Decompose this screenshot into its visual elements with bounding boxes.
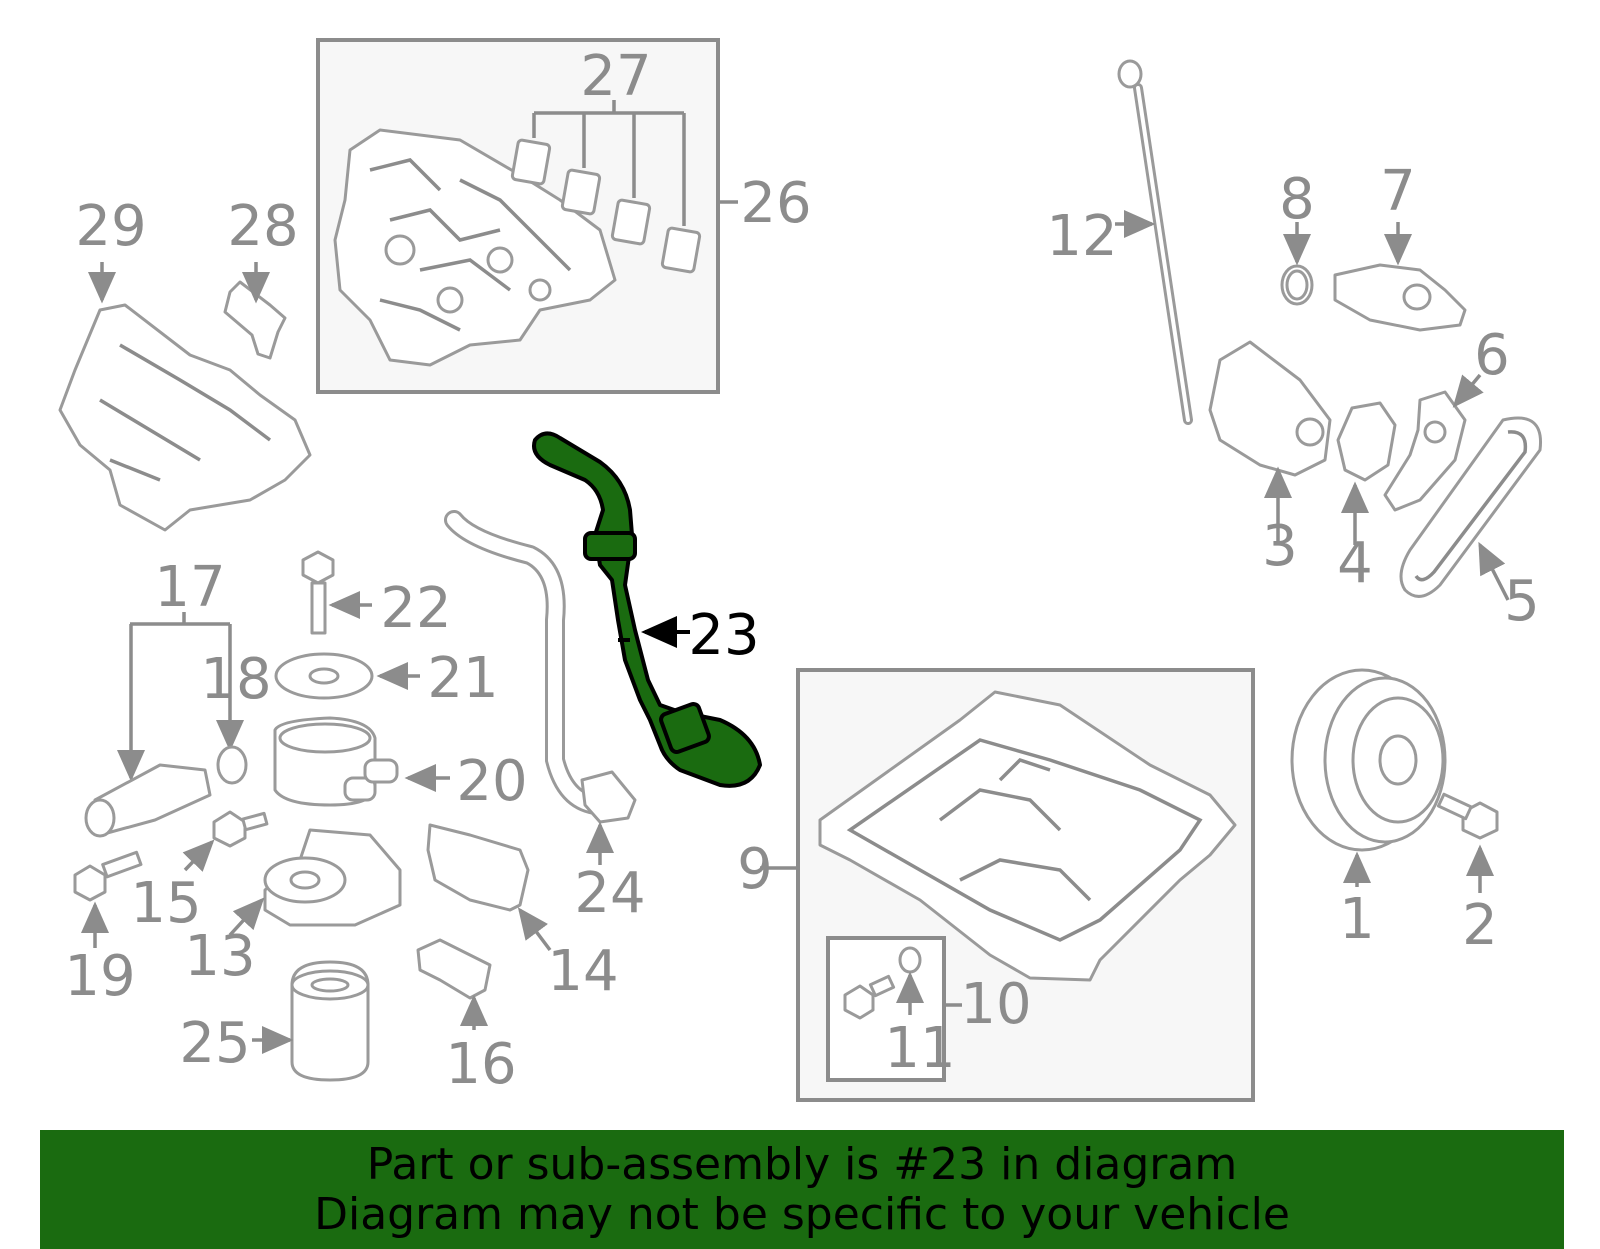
callout-16: 16: [445, 1032, 516, 1097]
banner-line-part: Part or sub-assembly is #23 in diagram: [366, 1138, 1238, 1190]
oil-pump: [1208, 340, 1332, 477]
callout-9: 9: [737, 837, 773, 902]
crankshaft-pulley: [1290, 668, 1447, 852]
callout-22: 22: [380, 576, 451, 641]
callout-21: 21: [427, 646, 498, 711]
adapter-gasket: [426, 823, 530, 912]
callout-15: 15: [130, 871, 201, 936]
callout-29: 29: [75, 194, 146, 259]
cooler-bolt: [301, 550, 335, 585]
intake-gasket-3: [610, 198, 652, 246]
callout-17: 17: [154, 555, 225, 620]
callout-14: 14: [547, 939, 618, 1004]
callout-3: 3: [1262, 514, 1298, 579]
timing-cover: [58, 303, 312, 532]
drain-plug: [843, 984, 875, 1020]
oil-pump-pickup-tube: [532, 431, 762, 788]
intake-gasket-4: [660, 226, 702, 274]
pulley-bolt: [1461, 801, 1499, 840]
oil-pressure-switch: [416, 938, 492, 1000]
callout-1: 1: [1339, 887, 1375, 952]
callout-19: 19: [64, 944, 135, 1009]
dipstick-handle: [1117, 59, 1143, 89]
info-banner: Part or sub-assembly is #23 in diagram D…: [40, 1130, 1564, 1249]
callout-25: 25: [179, 1011, 250, 1076]
callout-4: 4: [1337, 531, 1373, 596]
callout-labels: 1 2 3 4 5 6 7 8 9 10 11 12 13 14 15 16 1…: [64, 44, 1539, 1097]
callout-20: 20: [456, 749, 527, 814]
callout-27: 27: [580, 44, 651, 109]
banner-line-disclaimer: Diagram may not be specific to your vehi…: [314, 1188, 1290, 1240]
callout-7: 7: [1380, 159, 1416, 224]
callout-12: 12: [1046, 204, 1117, 269]
intake-gasket-1: [510, 138, 552, 186]
solenoid-bolt: [212, 810, 247, 848]
pressure-sensor: [580, 770, 637, 824]
callout-10: 10: [960, 972, 1031, 1037]
drain-plug-gasket: [898, 946, 922, 974]
callout-18: 18: [200, 647, 271, 712]
o-ring: [216, 745, 248, 785]
bolt: [73, 864, 107, 902]
intake-manifold-group: [316, 38, 738, 394]
highlighted-part-23[interactable]: [532, 431, 762, 788]
callout-8: 8: [1279, 167, 1315, 232]
callout-6: 6: [1474, 323, 1510, 388]
callout-26: 26: [740, 171, 811, 236]
oil-pump-gasket: [1336, 401, 1397, 482]
chain-guide-cover: [1333, 263, 1467, 332]
intake-gasket-2: [560, 168, 602, 216]
callout-24: 24: [574, 861, 645, 926]
callout-13: 13: [184, 924, 255, 989]
callout-28: 28: [227, 194, 298, 259]
oil-pan: [818, 690, 1237, 982]
callout-5: 5: [1504, 569, 1540, 634]
timing-chain: [1399, 416, 1543, 598]
callout-2: 2: [1462, 893, 1498, 958]
callout-23[interactable]: 23: [688, 603, 759, 668]
callout-11: 11: [884, 1016, 955, 1081]
